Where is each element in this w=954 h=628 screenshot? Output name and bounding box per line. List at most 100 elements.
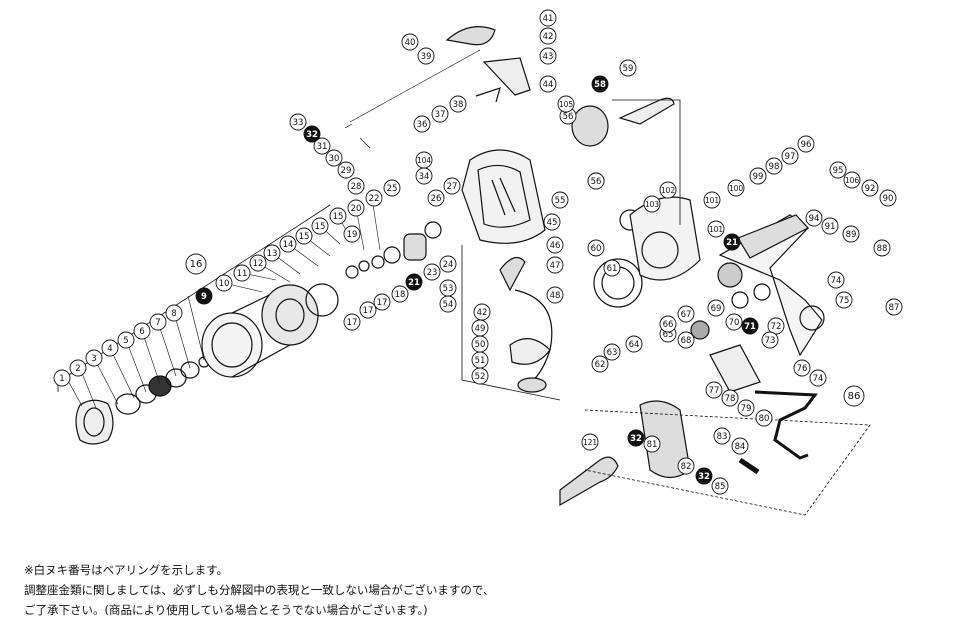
callout-label: 64 — [629, 340, 640, 350]
callout-circle — [627, 429, 645, 447]
callout-circle — [165, 304, 183, 322]
callout-label: 95 — [833, 166, 844, 176]
callout-42: 42 — [473, 303, 491, 321]
callout-circle — [325, 149, 343, 167]
callout-circle — [69, 359, 87, 377]
callout-circle — [249, 254, 267, 272]
callout-78: 78 — [721, 389, 739, 407]
callout-52: 52 — [471, 367, 489, 385]
callout-1: 1 — [53, 369, 71, 387]
callout-label: 103 — [645, 200, 660, 209]
callout-label: 14 — [283, 240, 294, 250]
callout-circle — [195, 287, 213, 305]
callout-label: 25 — [387, 184, 398, 194]
callout-55: 55 — [551, 191, 569, 209]
notes: ※白ヌキ番号はベアリングを示します。 調整座金類に関しましては、必ずしも分解図中… — [24, 560, 944, 620]
callout-77: 77 — [705, 381, 723, 399]
callout-label: 81 — [647, 440, 658, 450]
callout-circle — [707, 299, 725, 317]
callout-9: 9 — [195, 287, 213, 305]
callout-104: 104 — [415, 151, 433, 169]
callout-circle — [861, 179, 879, 197]
callout-circle — [427, 189, 445, 207]
callout-85: 85 — [711, 477, 729, 495]
callout-circle — [215, 274, 233, 292]
callout-76: 76 — [793, 359, 811, 377]
callout-circle — [677, 331, 695, 349]
callout-circle — [842, 225, 860, 243]
exploded-parts-diagram: 1234567891011121314151515161717171819202… — [53, 9, 903, 516]
callout-label: 23 — [427, 268, 438, 278]
callout-label: 69 — [711, 304, 722, 314]
reel-body-drawing — [718, 214, 825, 357]
callout-10: 10 — [215, 274, 233, 292]
callout-circle — [843, 385, 865, 407]
spool-drawing — [201, 283, 339, 378]
callout-81: 81 — [643, 435, 661, 453]
callout-17: 17 — [373, 293, 391, 311]
callout-label: 58 — [594, 80, 606, 90]
callout-label: 27 — [447, 182, 458, 192]
callout-circle — [725, 313, 743, 331]
part-drawings — [57, 26, 871, 516]
callout-layer: 1234567891011121314151515161717171819202… — [53, 9, 903, 495]
callout-label: 66 — [663, 320, 674, 330]
callout-66: 66 — [659, 315, 677, 333]
callout-74: 74 — [809, 369, 827, 387]
callout-circle — [263, 244, 281, 262]
callout-label: 72 — [771, 322, 782, 332]
callout-circle — [707, 220, 725, 238]
callout-label: 46 — [550, 241, 561, 251]
callout-circle — [443, 177, 461, 195]
handle-drawing — [559, 344, 818, 507]
callout-circle — [383, 179, 401, 197]
callout-label: 45 — [547, 218, 558, 228]
callout-circle — [233, 264, 251, 282]
callout-24: 24 — [439, 255, 457, 273]
callout-18: 18 — [391, 285, 409, 303]
callout-label: 104 — [417, 156, 432, 165]
callout-80: 80 — [755, 409, 773, 427]
callout-label: 52 — [475, 372, 486, 382]
callout-95: 95 — [829, 161, 847, 179]
callout-label: 73 — [765, 336, 776, 346]
callout-circle — [417, 47, 435, 65]
callout-circle — [546, 286, 564, 304]
callout-3: 3 — [85, 349, 103, 367]
washer-note: 調整座金類に関しましては、必ずしも分解図中の表現と一致しない場合がございますので… — [24, 583, 495, 597]
callout-circle — [53, 369, 71, 387]
callout-circle — [721, 389, 739, 407]
callout-label: 70 — [729, 318, 740, 328]
callout-56: 56 — [587, 172, 605, 190]
callout-circle — [643, 195, 661, 213]
callout-label: 84 — [735, 442, 746, 452]
callout-23: 23 — [423, 263, 441, 281]
callout-circle — [603, 259, 621, 277]
callout-37: 37 — [431, 105, 449, 123]
callout-68: 68 — [677, 331, 695, 349]
callout-circle — [347, 199, 365, 217]
leader-lines — [65, 49, 481, 409]
callout-label: 63 — [607, 348, 618, 358]
callout-circle — [587, 239, 605, 257]
callout-circle — [835, 291, 853, 309]
callout-51: 51 — [471, 351, 489, 369]
callout-88: 88 — [873, 239, 891, 257]
callout-label: 32 — [630, 434, 642, 444]
callout-circle — [539, 9, 557, 27]
callout-circle — [149, 313, 167, 331]
callout-62: 62 — [591, 355, 609, 373]
callout-38: 38 — [449, 95, 467, 113]
callout-69: 69 — [707, 299, 725, 317]
callout-label: 36 — [417, 120, 428, 130]
callout-label: 28 — [351, 182, 362, 192]
callout-label: 39 — [421, 52, 432, 62]
callout-label: 7 — [155, 318, 160, 328]
callout-circle — [539, 75, 557, 93]
callout-circle — [827, 271, 845, 289]
callout-label: 76 — [797, 364, 808, 374]
callout-label: 19 — [347, 230, 358, 240]
callout-circle — [343, 225, 361, 243]
callout-label: 38 — [453, 100, 464, 110]
callout-circle — [705, 381, 723, 399]
